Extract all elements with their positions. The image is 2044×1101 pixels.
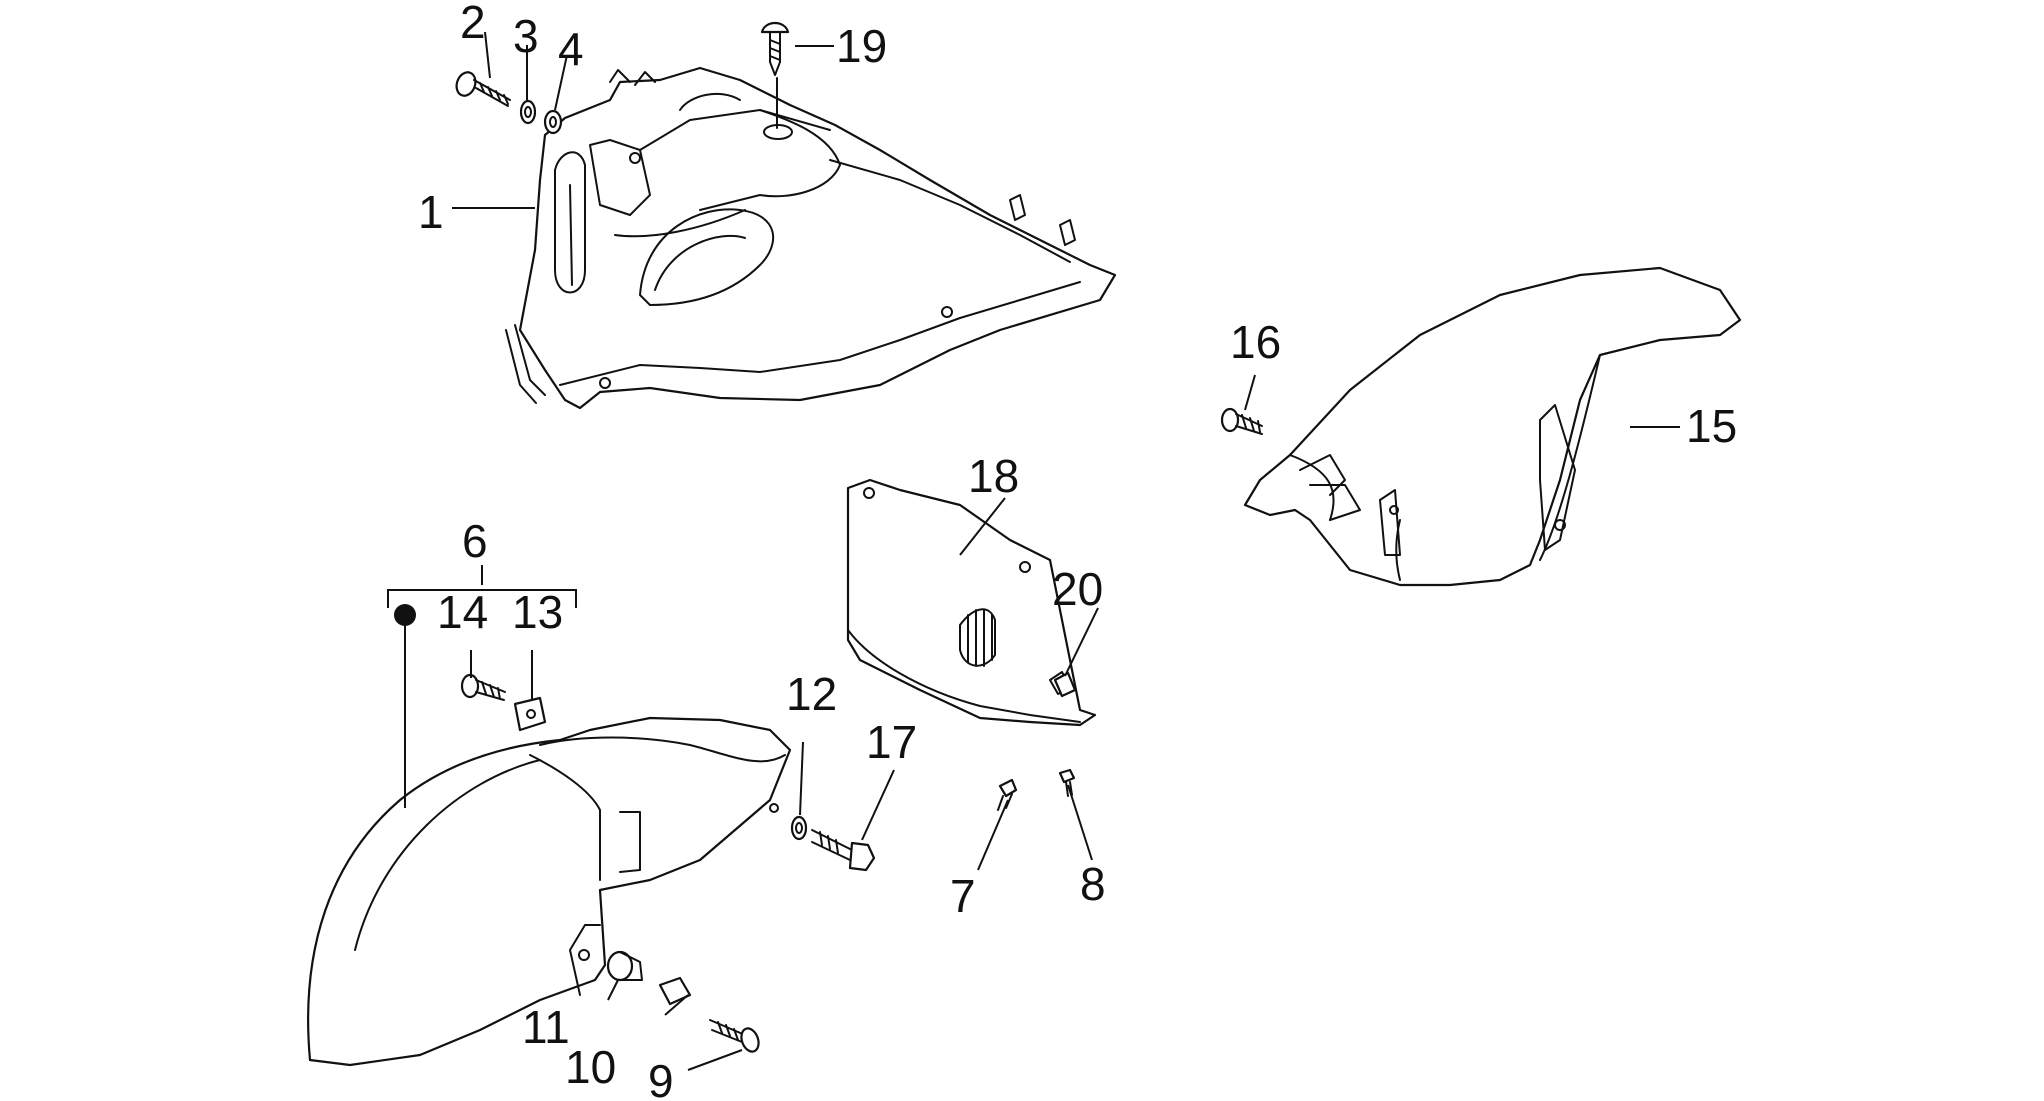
callout-13: 13: [512, 586, 563, 638]
part-7-screw[interactable]: [997, 778, 1018, 811]
part-13-clip-nut[interactable]: [513, 696, 547, 732]
callout-1: 1: [418, 186, 444, 238]
bullet-marker: [394, 604, 416, 626]
part-18-splash-guard[interactable]: [846, 478, 1097, 727]
part-6-front-mudguard[interactable]: [307, 716, 792, 1067]
callout-6: 6: [462, 515, 488, 567]
part-12-washer[interactable]: [790, 815, 808, 841]
part-10-spacer[interactable]: [658, 976, 692, 1006]
callout-10: 10: [565, 1041, 616, 1093]
part-14-screw[interactable]: [460, 673, 506, 701]
callout-17: 17: [866, 716, 917, 768]
part-11-bush[interactable]: [606, 950, 643, 982]
callout-12: 12: [786, 668, 837, 720]
part-1-inner-shield[interactable]: [505, 66, 1117, 410]
callout-14: 14: [437, 586, 488, 638]
callout-20: 20: [1052, 563, 1103, 615]
callout-8: 8: [1080, 858, 1106, 910]
part-4-washer[interactable]: [543, 109, 563, 135]
callout-16: 16: [1230, 316, 1281, 368]
part-16-screw[interactable]: [1220, 407, 1263, 435]
part-9-screw[interactable]: [709, 1019, 762, 1054]
leader-lines: [387, 31, 1680, 1071]
part-20-clip[interactable]: [1053, 671, 1077, 698]
callout-9: 9: [648, 1055, 674, 1101]
callout-3: 3: [513, 10, 539, 62]
part-3-washer[interactable]: [519, 99, 537, 125]
callout-labels: 1 2 3 4 19 16 15 18 20 7 8 6 14 13 12 17…: [418, 0, 1737, 1101]
callout-4: 4: [558, 23, 584, 75]
part-2-screw[interactable]: [453, 70, 511, 107]
part-15-rear-mudguard[interactable]: [1243, 266, 1742, 587]
callout-19: 19: [836, 20, 887, 72]
callout-18: 18: [968, 450, 1019, 502]
part-19-screw[interactable]: [760, 21, 793, 140]
callout-15: 15: [1686, 400, 1737, 452]
callout-7: 7: [950, 870, 976, 922]
part-17-bolt[interactable]: [811, 829, 876, 872]
callout-11: 11: [522, 1001, 570, 1053]
part-8-screw[interactable]: [1058, 768, 1076, 797]
callout-2: 2: [460, 0, 486, 48]
